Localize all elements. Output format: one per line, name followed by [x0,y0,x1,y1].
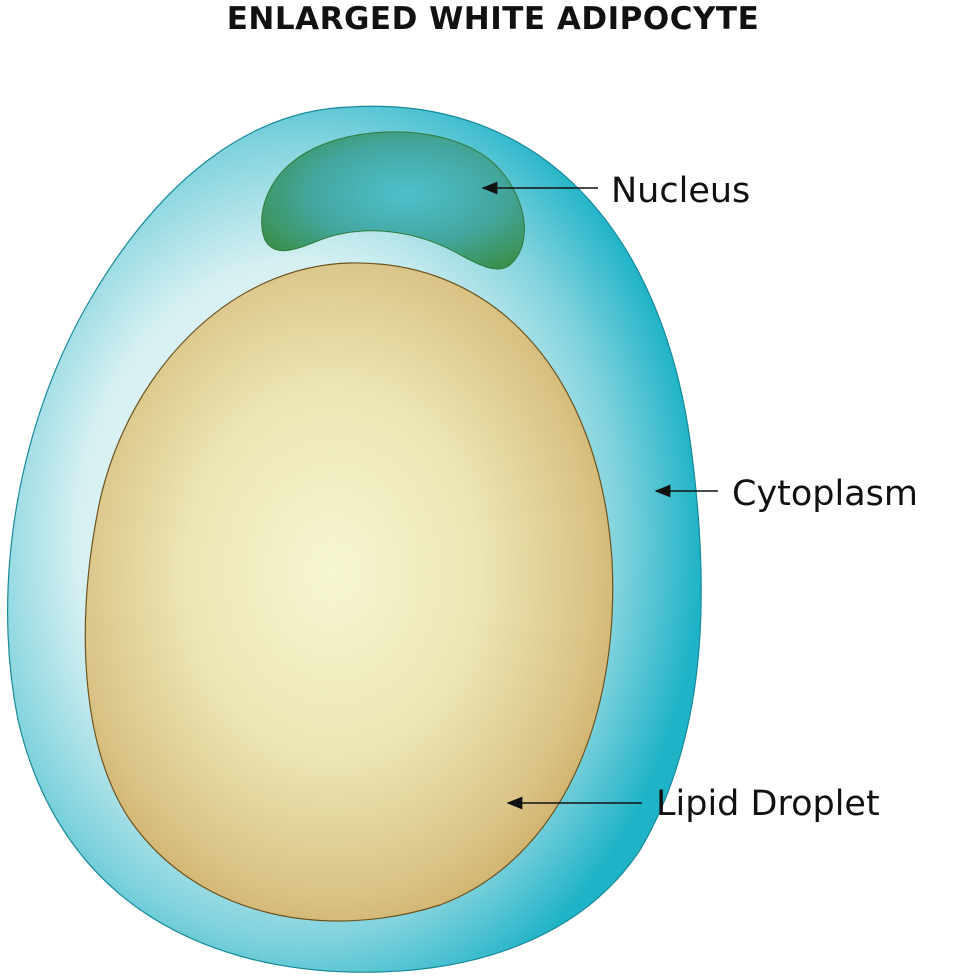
lipid-droplet-shape [84,262,614,922]
cytoplasm-label: Cytoplasm [732,474,918,514]
nucleus-label: Nucleus [611,171,750,211]
nucleus-shape [261,131,525,270]
diagram-title: ENLARGED WHITE ADIPOCYTE [226,1,760,37]
lipid-droplet-label: Lipid Droplet [656,784,880,824]
